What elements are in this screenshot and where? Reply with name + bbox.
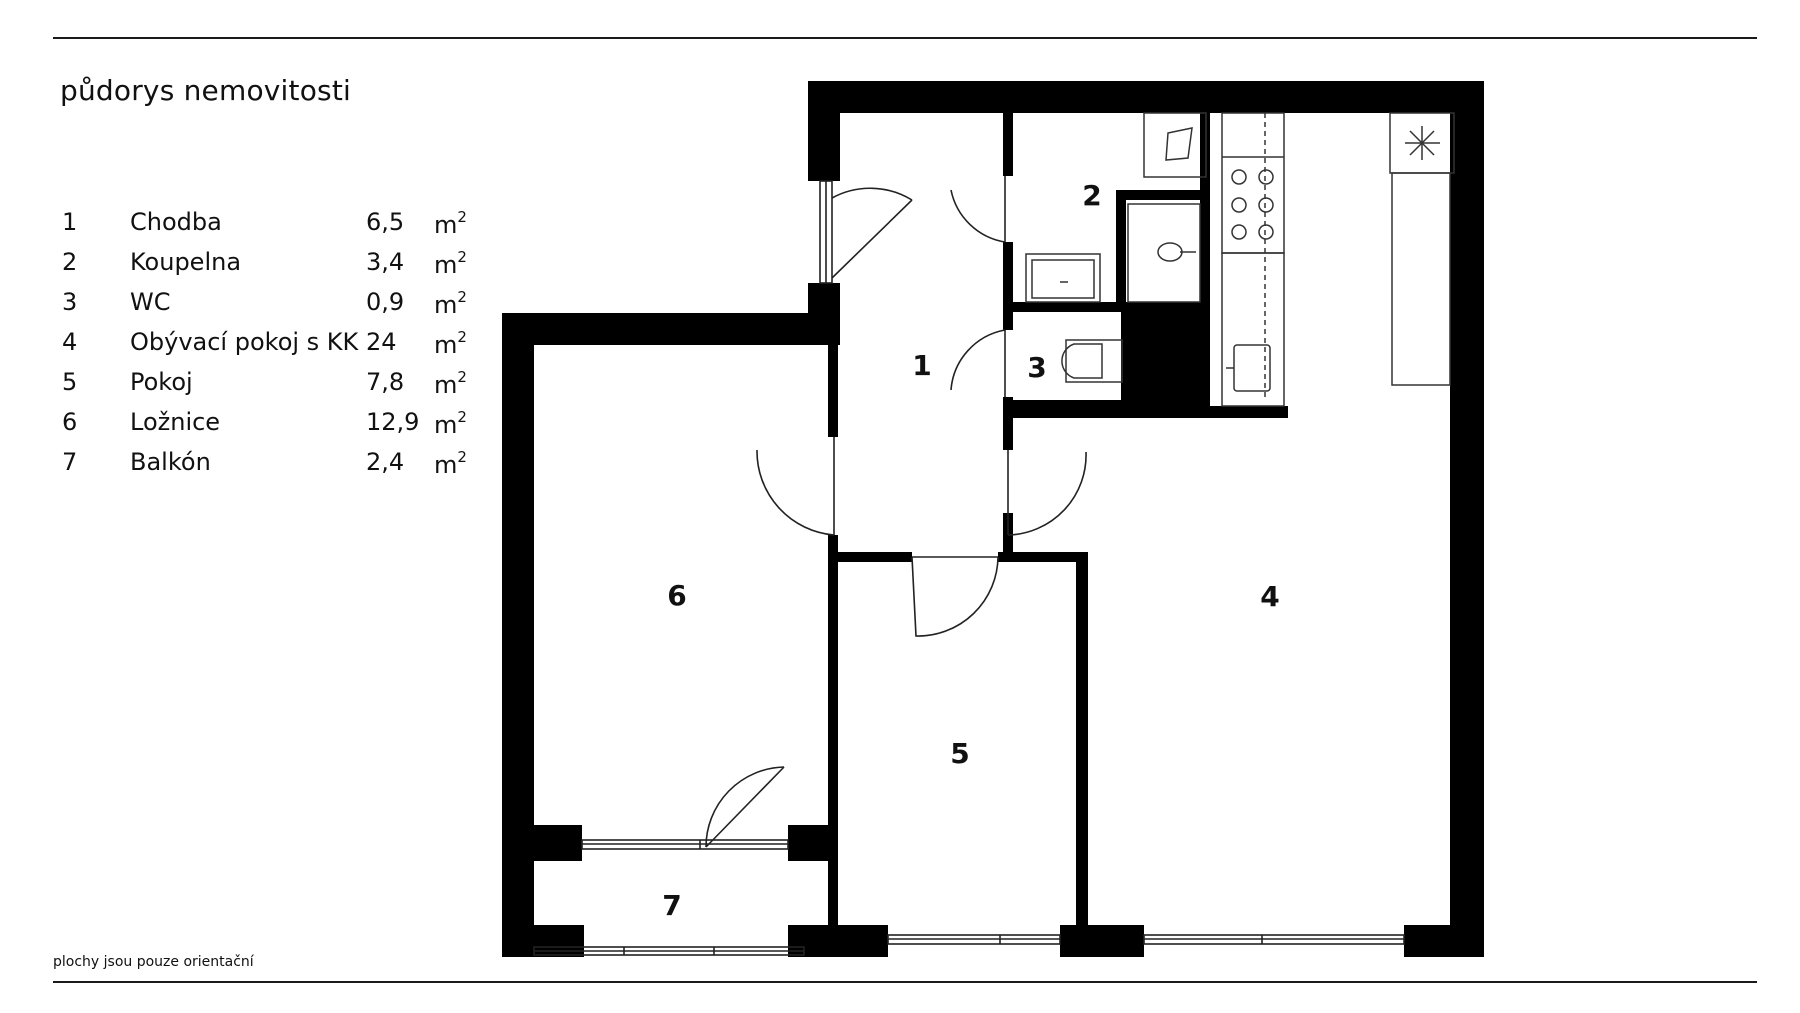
room-area: 3,4 <box>366 248 405 276</box>
wall <box>1200 113 1210 410</box>
area-unit: m2 <box>434 248 467 279</box>
wall <box>1003 113 1013 176</box>
room-area: 24 <box>366 328 397 356</box>
door-icon <box>950 176 1006 243</box>
door-icon <box>1007 450 1087 536</box>
top-rule <box>53 37 1757 39</box>
room-name: Pokoj <box>130 368 193 396</box>
area-unit: m2 <box>434 208 467 239</box>
room-name: Koupelna <box>130 248 242 276</box>
door-icon <box>756 437 835 536</box>
room-name: Chodba <box>130 208 222 236</box>
windows <box>533 180 1405 956</box>
room-number: 5 <box>62 368 78 396</box>
toilet-icon <box>1061 339 1123 383</box>
wall <box>1003 242 1013 330</box>
legend-row: 7 Balkón 2,4 m2 <box>62 442 467 482</box>
room-number: 1 <box>62 208 78 236</box>
legend-row: 3 WC 0,9 m2 <box>62 282 467 322</box>
wall <box>1404 925 1484 957</box>
washing-machine-icon <box>1143 112 1207 178</box>
legend-row: 4 Obývací pokoj s KK 24 m2 <box>62 322 467 362</box>
wall <box>998 552 1088 562</box>
wall <box>838 552 912 562</box>
wall <box>1003 397 1013 450</box>
door-icon <box>705 766 785 848</box>
wall <box>1076 552 1088 957</box>
room-area: 0,9 <box>366 288 405 316</box>
wall <box>828 345 838 437</box>
room-number: 3 <box>62 288 78 316</box>
room-area: 2,4 <box>366 448 405 476</box>
kitchen-sink-icon <box>1221 252 1285 407</box>
doors <box>705 176 1087 848</box>
legend-row: 5 Pokoj 7,8 m2 <box>62 362 467 402</box>
room-name: Ložnice <box>130 408 221 436</box>
window-icon <box>887 934 1061 945</box>
area-unit: m2 <box>434 448 467 479</box>
room-number: 7 <box>62 448 78 476</box>
walls <box>502 81 1484 957</box>
room-area: 6,5 <box>366 208 405 236</box>
washbasin-icon <box>1127 203 1201 303</box>
legend-row: 1 Chodba 6,5 m2 <box>62 202 467 242</box>
room-name: WC <box>130 288 171 316</box>
wall <box>1116 190 1126 312</box>
area-unit: m2 <box>434 288 467 319</box>
room-number: 6 <box>62 408 78 436</box>
wall <box>1121 302 1206 410</box>
window-icon <box>533 946 805 956</box>
room-labels: 1 2 3 4 5 6 7 <box>662 179 1279 922</box>
wall <box>1116 190 1208 200</box>
wall <box>1450 81 1484 957</box>
window-icon <box>819 180 833 284</box>
kitchen-counter <box>1391 172 1451 386</box>
room-area: 12,9 <box>366 408 420 436</box>
wall <box>502 825 582 861</box>
room-label: 3 <box>1027 351 1046 384</box>
wall <box>808 81 840 181</box>
room-number: 4 <box>62 328 78 356</box>
wall <box>808 81 1484 113</box>
room-label: 1 <box>912 349 931 382</box>
bottom-rule <box>53 981 1757 983</box>
room-label: 6 <box>667 579 686 612</box>
stove-icon <box>1221 112 1285 400</box>
wall <box>1013 400 1121 408</box>
room-name: Obývací pokoj s KK <box>130 328 359 356</box>
legend-row: 6 Ložnice 12,9 m2 <box>62 402 467 442</box>
wall <box>502 313 840 345</box>
legend-row: 2 Koupelna 3,4 m2 <box>62 242 467 282</box>
room-number: 2 <box>62 248 78 276</box>
wall <box>828 535 838 955</box>
door-icon <box>950 329 1006 397</box>
window-icon <box>581 839 789 850</box>
room-name: Balkón <box>130 448 211 476</box>
window-icon <box>1143 934 1405 945</box>
disclaimer-note: plochy jsou pouze orientační <box>53 954 254 970</box>
wall <box>1060 925 1144 957</box>
room-label: 5 <box>950 737 969 770</box>
wall <box>1013 406 1288 418</box>
bathtub-icon <box>1025 253 1101 303</box>
area-unit: m2 <box>434 368 467 399</box>
wall <box>788 825 838 861</box>
room-label: 2 <box>1082 179 1101 212</box>
room-label: 7 <box>662 889 681 922</box>
wall <box>502 925 584 957</box>
room-area: 7,8 <box>366 368 405 396</box>
room-label: 4 <box>1260 580 1279 613</box>
wall <box>808 925 888 957</box>
wall <box>1013 302 1121 312</box>
door-icon <box>831 187 913 279</box>
room-legend: 1 Chodba 6,5 m2 2 Koupelna 3,4 m2 3 WC 0… <box>62 202 467 482</box>
fixtures <box>1025 112 1455 407</box>
extractor-fan-icon <box>1389 112 1455 174</box>
page-title: půdorys nemovitosti <box>60 74 351 107</box>
door-icon <box>911 556 999 637</box>
area-unit: m2 <box>434 328 467 359</box>
area-unit: m2 <box>434 408 467 439</box>
